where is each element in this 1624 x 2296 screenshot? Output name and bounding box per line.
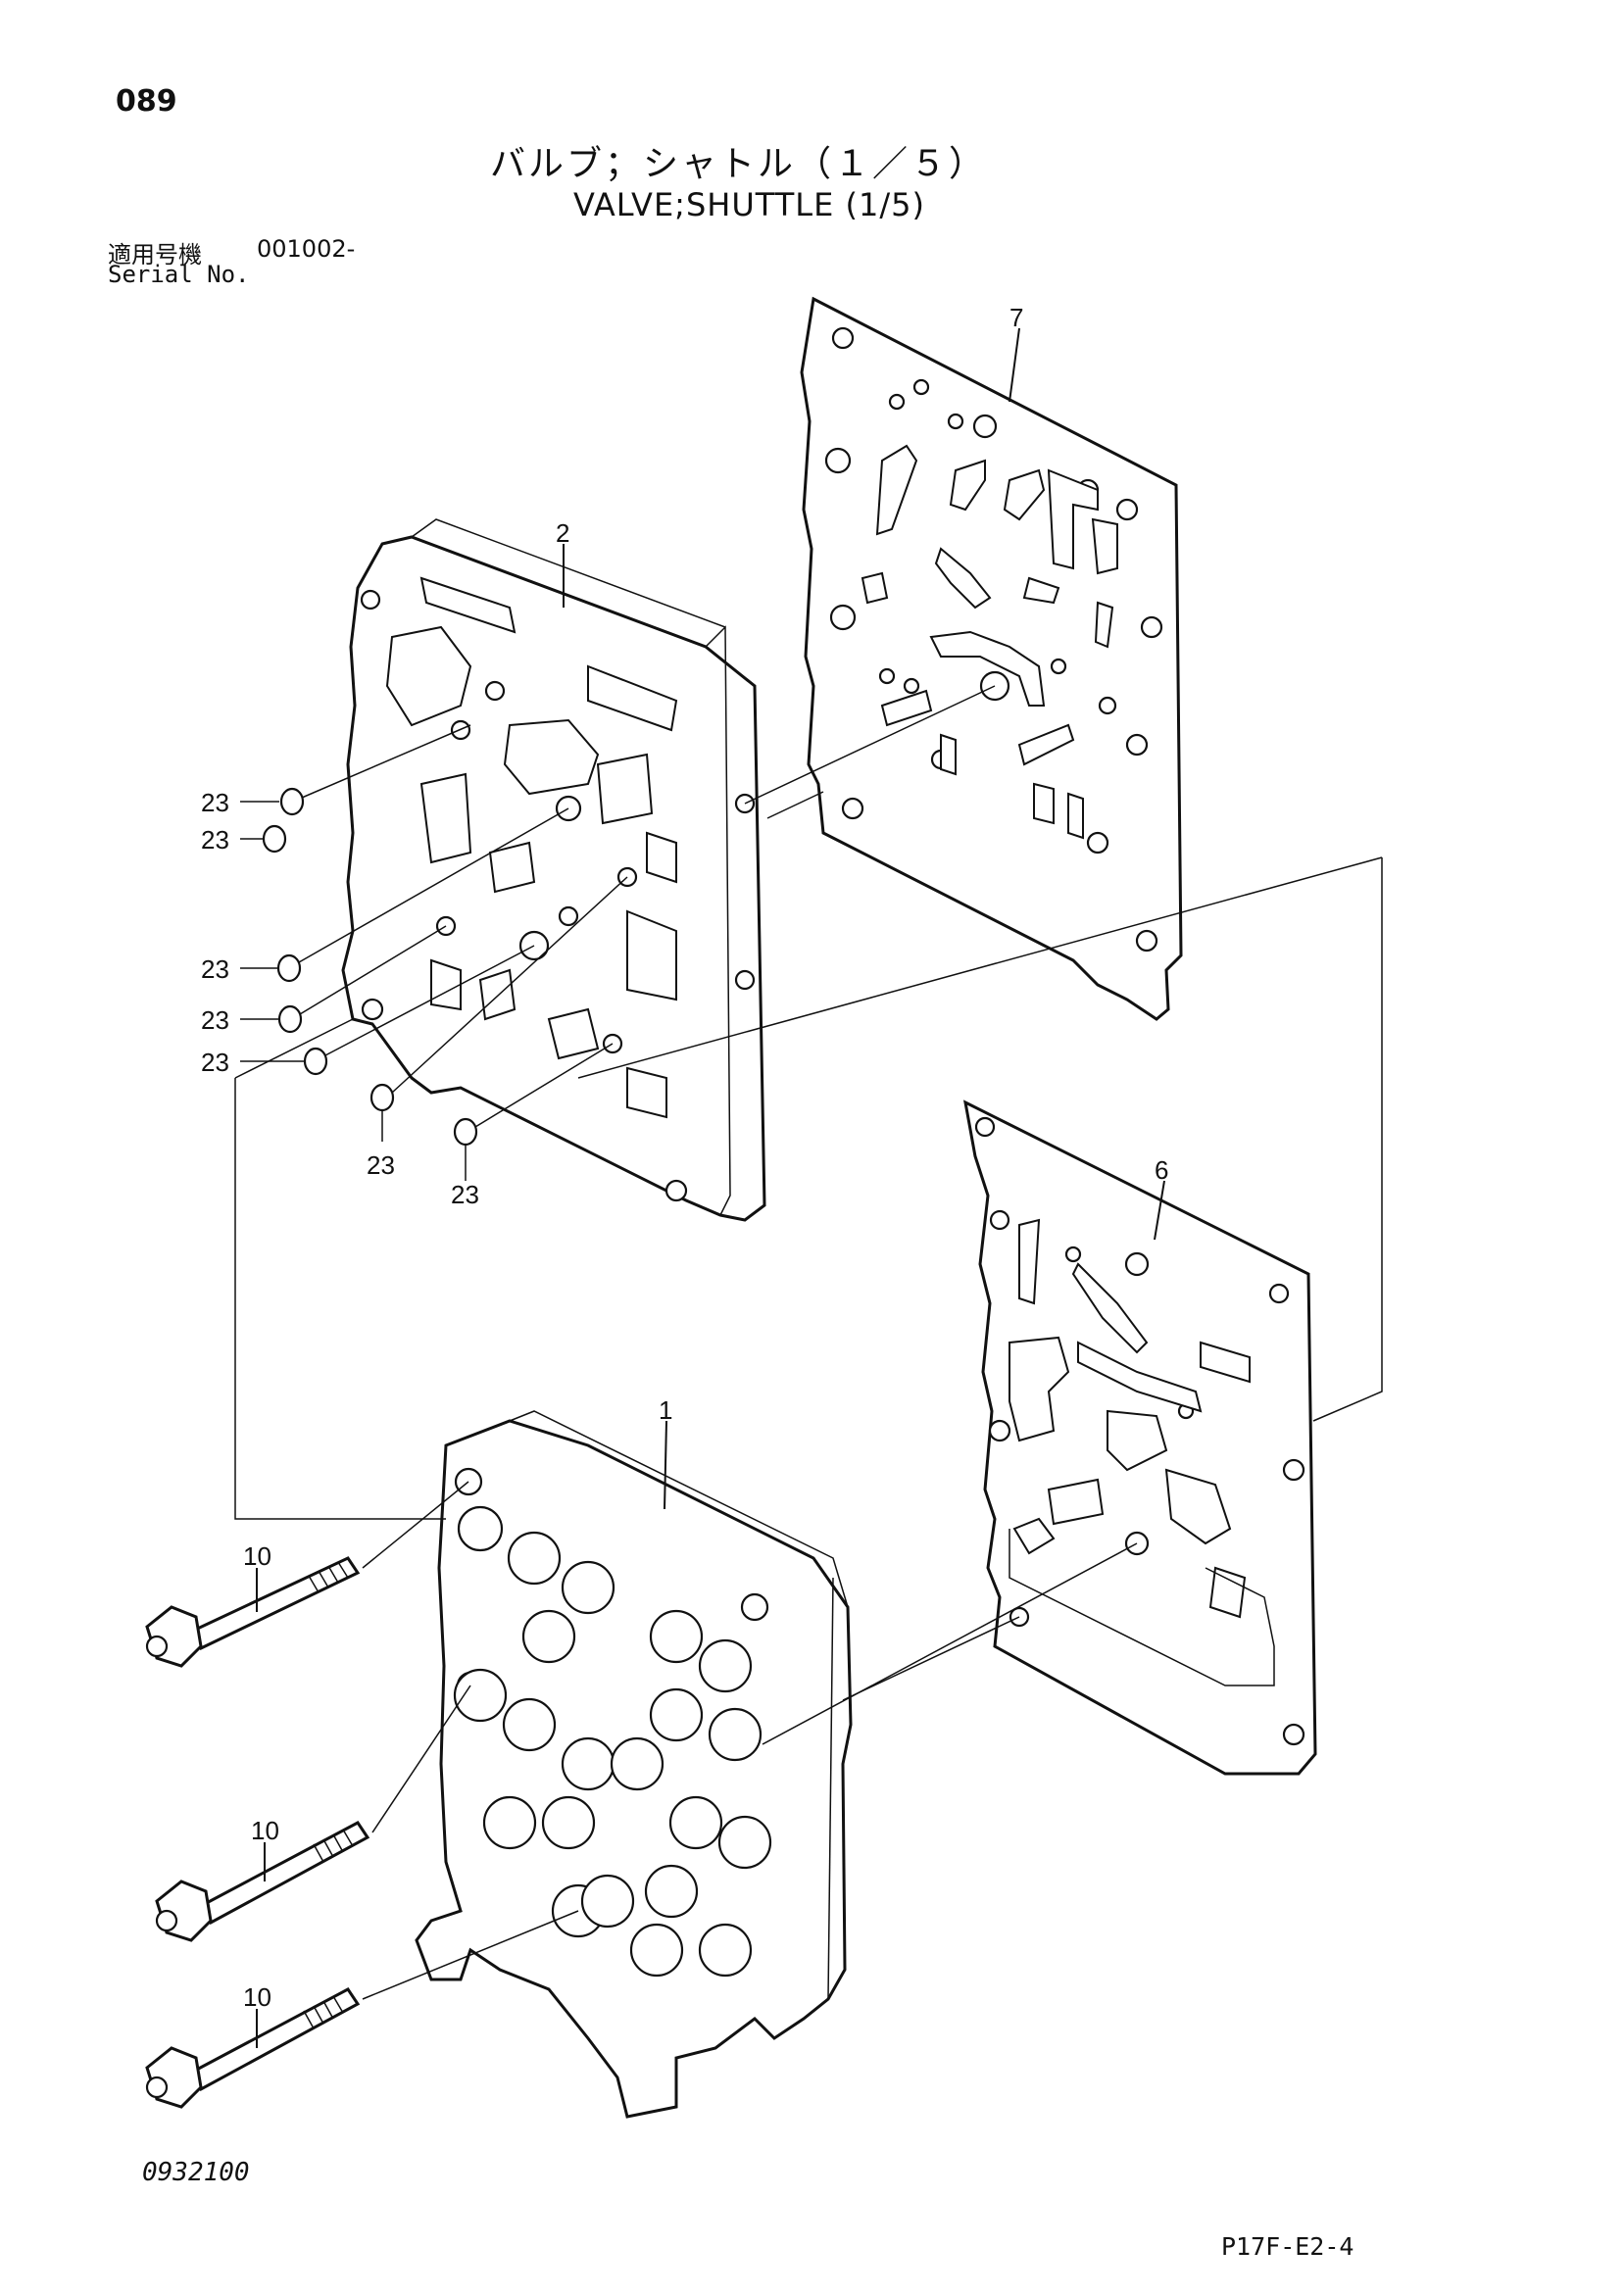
callout-part-10-middle: 10 bbox=[251, 1816, 279, 1845]
callout-part-23-1: 23 bbox=[201, 788, 229, 817]
callout-part-23-2: 23 bbox=[201, 825, 229, 855]
plug-6: 23 bbox=[367, 876, 628, 1180]
part-2-valve-body: 2 bbox=[341, 518, 766, 1222]
part-6-plate: 6 bbox=[962, 1099, 1317, 1776]
plug-4: 23 bbox=[201, 925, 447, 1035]
plug-5: 23 bbox=[201, 945, 535, 1077]
assembly-lines bbox=[234, 685, 1383, 2000]
part-1-valve-housing: 1 bbox=[415, 1395, 853, 2119]
drawing-code: 0932100 bbox=[142, 2158, 250, 2187]
plug-7: 23 bbox=[451, 1043, 614, 1209]
callout-part-23-7: 23 bbox=[451, 1180, 479, 1209]
part-7-plate: 7 bbox=[800, 296, 1183, 1021]
callout-part-23-4: 23 bbox=[201, 1005, 229, 1035]
callout-part-1: 1 bbox=[659, 1395, 672, 1425]
bolt-middle: 10 bbox=[155, 1816, 370, 1942]
bolt-upper: 10 bbox=[145, 1541, 361, 1668]
part-10-bolts: 10 10 10 bbox=[145, 1541, 370, 2109]
callout-part-6: 6 bbox=[1155, 1155, 1168, 1185]
serial-label-japanese: 適用号機 bbox=[108, 241, 202, 269]
callout-part-23-3: 23 bbox=[201, 954, 229, 984]
figure-code: P17F-E2-4 bbox=[1221, 2232, 1354, 2261]
plug-3: 23 bbox=[201, 807, 569, 984]
callout-part-7: 7 bbox=[1009, 303, 1023, 332]
bolt-lower: 10 bbox=[145, 1982, 361, 2109]
plug-1: 23 bbox=[201, 724, 471, 817]
serial-range: 001002- bbox=[257, 235, 356, 263]
callout-part-2: 2 bbox=[556, 518, 569, 548]
serial-label-english: Serial No. bbox=[108, 261, 250, 288]
callout-part-23-5: 23 bbox=[201, 1048, 229, 1077]
callout-part-10-lower: 10 bbox=[243, 1982, 271, 2012]
page-title-english: VALVE;SHUTTLE (1/5) bbox=[573, 186, 925, 223]
part-23-plugs: 23 23 23 23 23 23 23 bbox=[201, 724, 628, 1209]
callout-part-23-6: 23 bbox=[367, 1150, 395, 1180]
page-number: 089 bbox=[116, 84, 177, 119]
plug-2: 23 bbox=[201, 824, 287, 855]
page-title-japanese: バルブ；シャトル（１／５） bbox=[490, 144, 988, 184]
callout-part-10-upper: 10 bbox=[243, 1541, 271, 1571]
